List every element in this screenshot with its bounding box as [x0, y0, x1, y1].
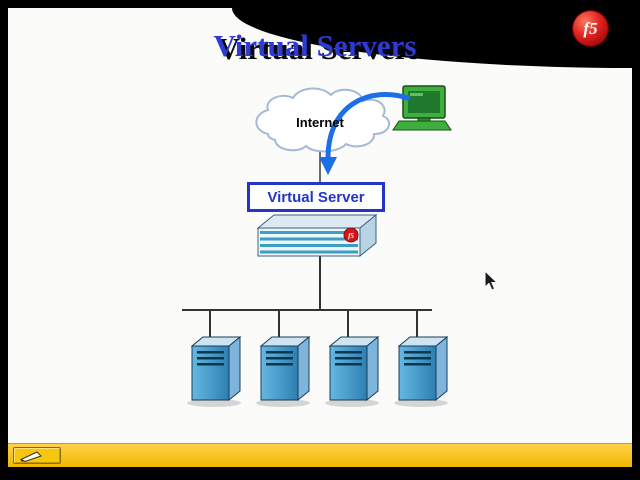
- traffic-flow-arrow: [319, 92, 411, 175]
- client-computer-icon: [392, 85, 452, 131]
- pen-icon: [19, 450, 42, 462]
- bottom-annotation-bar: [8, 443, 632, 467]
- mouse-cursor-icon: [484, 270, 499, 291]
- server-tower-1-icon: [187, 335, 242, 407]
- server-tower-3-icon: [325, 335, 380, 407]
- server-tower-4-icon: [394, 335, 449, 407]
- network-diagram: f5: [182, 85, 452, 407]
- server-tower-2-icon: [256, 335, 311, 407]
- slide: Virtual Servers f5: [8, 8, 632, 443]
- pen-tool-button[interactable]: [13, 447, 61, 464]
- virtual-server-box: Virtual Server: [247, 182, 385, 212]
- f5-logo-icon: f5: [573, 11, 608, 46]
- bigip-appliance-icon: f5: [256, 213, 378, 258]
- internet-label: Internet: [296, 115, 344, 130]
- f5-logo-text: f5: [583, 18, 598, 38]
- appliance-f5-badge-text: f5: [348, 232, 354, 240]
- slide-title: Virtual Servers: [213, 28, 417, 63]
- appliance-f5-badge-icon: [343, 227, 359, 243]
